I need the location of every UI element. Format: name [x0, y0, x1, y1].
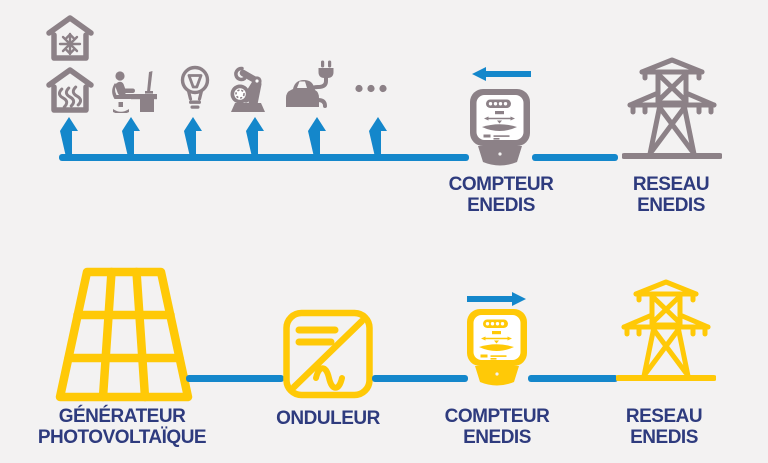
up-arrow [308, 117, 326, 157]
solar-panel-icon [54, 266, 194, 403]
power-line-segment [532, 154, 618, 161]
grid-label-top-line1: RESEAU [632, 174, 710, 195]
grid-label-bottom-line2: ENEDIS [630, 427, 698, 448]
power-line-segment [186, 375, 284, 382]
flow-arrow-left-icon [472, 67, 531, 81]
inverter-label: ONDULEUR [268, 408, 388, 429]
meter-label-bottom-line2: ENEDIS [463, 427, 531, 448]
meter-label-bottom-line1: COMPTEUR [444, 406, 550, 427]
meter-label-bottom: COMPTEUR ENEDIS [437, 406, 557, 448]
office-worker-icon [109, 68, 158, 113]
up-arrow [122, 117, 140, 157]
up-arrow [184, 117, 202, 157]
more-ellipsis-icon [354, 83, 390, 94]
snowflake-icon [58, 32, 82, 56]
flow-arrow-right-icon [467, 292, 526, 306]
power-line-segment [528, 375, 618, 382]
meter-label-top-line1: COMPTEUR [448, 174, 554, 195]
up-arrow [369, 117, 387, 157]
grid-label-top: RESEAU ENEDIS [611, 174, 731, 216]
generator-label-line2: PHOTOVOLTAÏQUE [37, 427, 207, 448]
up-arrow [60, 117, 78, 157]
grid-label-top-line2: ENEDIS [637, 195, 705, 216]
power-line-segment [59, 154, 469, 161]
generator-label: GÉNÉRATEUR PHOTOVOLTAÏQUE [22, 406, 222, 448]
power-line-segment [372, 375, 468, 382]
enedis-meter-icon [466, 308, 528, 390]
lightbulb-icon [176, 64, 214, 112]
ev-charging-icon [285, 60, 337, 113]
industrial-robot-icon [226, 66, 270, 113]
meter-label-top: COMPTEUR ENEDIS [441, 174, 561, 216]
grid-pylon-icon [622, 55, 722, 161]
enedis-meter-icon [469, 88, 531, 170]
meter-label-top-line2: ENEDIS [467, 195, 535, 216]
grid-pylon-icon [616, 277, 716, 383]
inverter-icon [282, 309, 374, 399]
house-cooling-icon [43, 12, 97, 62]
generator-label-line1: GÉNÉRATEUR [58, 406, 186, 427]
house-heating-icon [43, 64, 97, 114]
grid-label-bottom: RESEAU ENEDIS [604, 406, 724, 448]
inverter-label-line1: ONDULEUR [276, 408, 380, 429]
heat-waves-icon [57, 85, 83, 109]
grid-label-bottom-line1: RESEAU [625, 406, 703, 427]
up-arrow [246, 117, 264, 157]
